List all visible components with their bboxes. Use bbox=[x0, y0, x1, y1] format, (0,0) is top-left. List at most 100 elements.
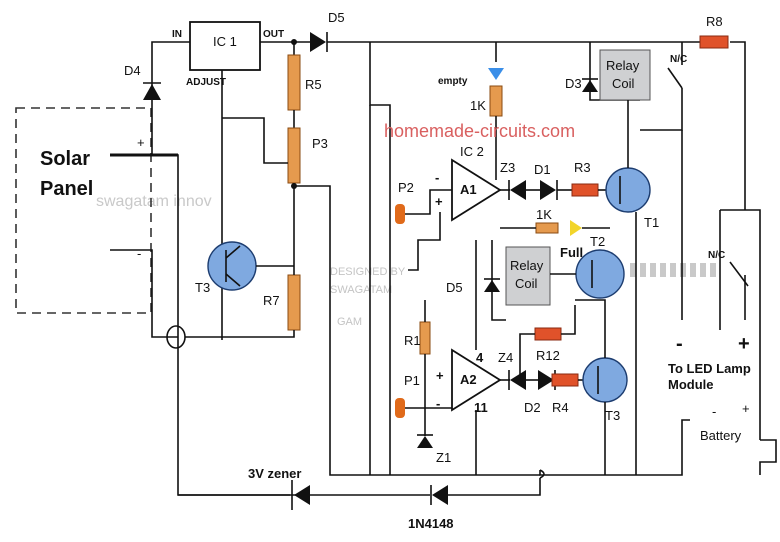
zener-z1 bbox=[417, 436, 433, 448]
watermark-site: homemade-circuits.com bbox=[384, 121, 575, 141]
solar-label-line1: Solar bbox=[40, 148, 90, 170]
label-nc-mid: N/C bbox=[708, 250, 725, 261]
label-full: Full bbox=[560, 245, 583, 260]
relay-coil-mid bbox=[505, 246, 551, 306]
label-a1: A1 bbox=[460, 182, 477, 197]
label-d4: D4 bbox=[124, 63, 141, 78]
label-d5-mid: D5 bbox=[446, 280, 463, 295]
zener-z3 bbox=[510, 180, 526, 200]
watermark-ghost-3: GAM bbox=[337, 316, 362, 328]
label-led-line1: To LED Lamp bbox=[668, 361, 751, 376]
label-zener: 3V zener bbox=[248, 466, 301, 481]
opamp-a1 bbox=[451, 158, 502, 222]
transistor-t3-right bbox=[582, 357, 628, 403]
label-adjust: ADJUST bbox=[186, 77, 226, 88]
relay-mid-line1: Relay bbox=[510, 258, 544, 273]
label-batt-plus: + bbox=[742, 401, 750, 416]
resistor-r8 bbox=[699, 35, 729, 49]
label-ic1: IC 1 bbox=[213, 34, 237, 49]
resistor-r7 bbox=[287, 274, 301, 331]
resistor-r3 bbox=[571, 183, 599, 197]
label-batt-minus: - bbox=[712, 404, 716, 419]
label-p1: P1 bbox=[404, 373, 420, 388]
label-p2: P2 bbox=[398, 180, 414, 195]
diode-d2 bbox=[538, 370, 554, 390]
label-r4: R4 bbox=[552, 400, 569, 415]
pot-p1 bbox=[395, 398, 405, 418]
label-led-plus: + bbox=[738, 333, 750, 355]
label-z1: Z1 bbox=[436, 450, 451, 465]
label-led-line2: Module bbox=[668, 377, 714, 392]
label-z4: Z4 bbox=[498, 350, 513, 365]
diode-1n4148 bbox=[432, 485, 448, 505]
resistor-r1 bbox=[419, 321, 431, 355]
label-r12: R12 bbox=[536, 348, 560, 363]
led-empty bbox=[488, 68, 504, 80]
label-ic2: IC 2 bbox=[460, 144, 484, 159]
label-1n4148: 1N4148 bbox=[408, 516, 454, 531]
watermark-faint: swagatam innov bbox=[96, 193, 212, 210]
wire-panel-ret bbox=[110, 249, 178, 338]
label-t3-right: T3 bbox=[605, 408, 620, 423]
ic1-block bbox=[189, 21, 261, 71]
pot-p2 bbox=[395, 204, 405, 224]
label-t1: T1 bbox=[644, 215, 659, 230]
watermark-ghost-1: DESIGNED BY bbox=[330, 266, 406, 278]
solar-minus: - bbox=[137, 246, 141, 261]
label-a1-plus: + bbox=[435, 194, 443, 209]
diode-d3 bbox=[582, 80, 598, 92]
zener-z4 bbox=[510, 370, 526, 390]
label-a2: A2 bbox=[460, 372, 477, 387]
label-t3-left: T3 bbox=[195, 280, 210, 295]
zener-3v bbox=[294, 485, 310, 505]
label-r1: R1 bbox=[404, 333, 421, 348]
label-pin11: 11 bbox=[474, 400, 488, 415]
solar-label-line2: Panel bbox=[40, 178, 93, 200]
led-full bbox=[570, 220, 582, 236]
label-1k-top: 1K bbox=[470, 98, 486, 113]
relay-top-line2: Coil bbox=[612, 76, 635, 91]
label-p3: P3 bbox=[312, 136, 328, 151]
label-d2: D2 bbox=[524, 400, 541, 415]
label-out: OUT bbox=[263, 29, 284, 40]
label-d5-top: D5 bbox=[328, 10, 345, 25]
transistor-t2 bbox=[575, 249, 625, 299]
solar-plus: + bbox=[137, 135, 145, 150]
label-in: IN bbox=[172, 29, 182, 40]
solar-panel-box bbox=[15, 107, 152, 314]
label-d3: D3 bbox=[565, 76, 582, 91]
resistor-1k-mid bbox=[535, 222, 559, 234]
label-a2-plus: + bbox=[436, 368, 444, 383]
label-led-minus: - bbox=[676, 333, 683, 355]
watermark-ghost-2: SWAGATAM bbox=[330, 284, 392, 296]
relay-coil-top bbox=[599, 49, 651, 101]
label-d1: D1 bbox=[534, 162, 551, 177]
label-pin4: 4 bbox=[476, 350, 484, 365]
transistor-t1 bbox=[605, 167, 651, 213]
label-nc-top: N/C bbox=[670, 54, 687, 65]
label-r3: R3 bbox=[574, 160, 591, 175]
label-a2-minus: - bbox=[436, 396, 440, 411]
label-empty: empty bbox=[438, 76, 468, 87]
relay-mid-line2: Coil bbox=[515, 276, 538, 291]
opamp-a2 bbox=[451, 348, 502, 412]
resistor-r12 bbox=[534, 327, 562, 341]
label-r8: R8 bbox=[706, 14, 723, 29]
label-battery: Battery bbox=[700, 428, 742, 443]
label-t2: T2 bbox=[590, 234, 605, 249]
label-z3: Z3 bbox=[500, 160, 515, 175]
diode-d5-top bbox=[310, 32, 326, 52]
label-r7: R7 bbox=[263, 293, 280, 308]
resistor-r4 bbox=[551, 373, 579, 387]
resistor-r5 bbox=[287, 54, 301, 111]
relay-top-line1: Relay bbox=[606, 58, 640, 73]
resistor-1k-top bbox=[489, 85, 503, 117]
diode-d4 bbox=[143, 84, 161, 100]
transistor-t3-left bbox=[207, 241, 257, 291]
label-a1-minus: - bbox=[435, 170, 439, 185]
diode-d1 bbox=[540, 180, 556, 200]
potentiometer-p3 bbox=[287, 127, 301, 184]
label-r5: R5 bbox=[305, 77, 322, 92]
